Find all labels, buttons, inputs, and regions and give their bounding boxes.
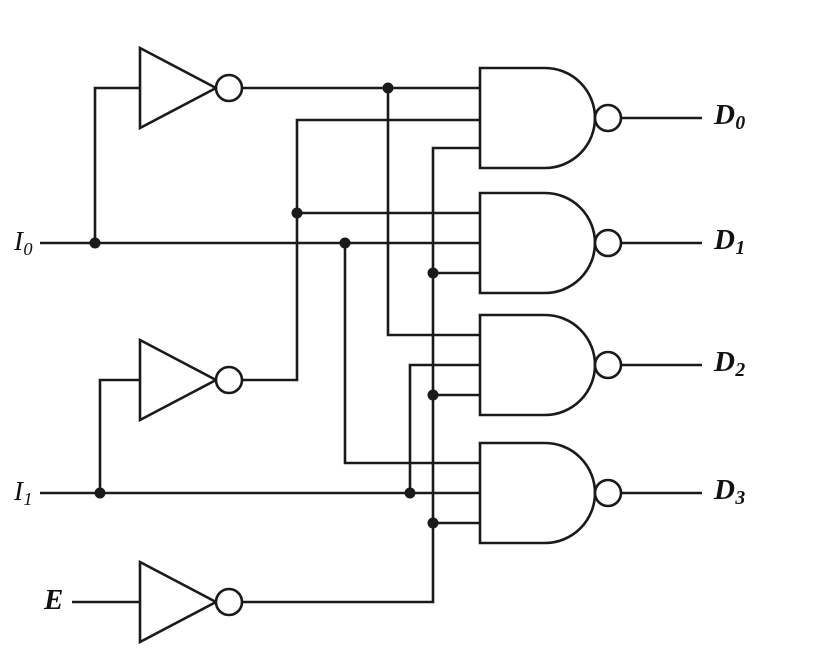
nand-gate-d3-bubble bbox=[593, 478, 623, 508]
label-input-e: E bbox=[44, 584, 64, 617]
wire-i0 bbox=[40, 86, 480, 465]
junction-dot bbox=[427, 267, 439, 279]
wire-i1-not bbox=[242, 118, 480, 382]
inverter-top-bubble bbox=[214, 73, 244, 103]
junction-dot bbox=[427, 517, 439, 529]
junction-dot bbox=[94, 487, 106, 499]
label-d3-sub: 3 bbox=[735, 486, 746, 509]
label-d2-sub: 2 bbox=[735, 358, 746, 381]
label-i1-sub: 1 bbox=[23, 488, 33, 509]
inverter-bottom bbox=[138, 559, 244, 645]
label-d3-main: D bbox=[714, 474, 735, 506]
label-output-d3: D3 bbox=[714, 474, 746, 509]
label-d1-sub: 1 bbox=[735, 236, 746, 259]
label-output-d2: D2 bbox=[714, 346, 746, 381]
label-d0-main: D bbox=[714, 99, 735, 131]
wire-outputs bbox=[621, 116, 702, 495]
junction-dot bbox=[89, 237, 101, 249]
wire-i1 bbox=[40, 363, 480, 495]
nand-gate-d2 bbox=[478, 313, 623, 417]
inverter-bottom-bubble bbox=[214, 587, 244, 617]
label-input-i0: I0 bbox=[14, 226, 33, 259]
label-i0-main: I bbox=[14, 226, 23, 256]
wire-e-not bbox=[242, 146, 480, 604]
label-input-i1: I1 bbox=[14, 476, 33, 509]
junction-dot bbox=[339, 237, 351, 249]
junction-dot bbox=[404, 487, 416, 499]
junction-dot bbox=[382, 82, 394, 94]
nand-gate-d1-bubble bbox=[593, 228, 623, 258]
nand-gate-d1 bbox=[478, 191, 623, 295]
label-output-d0: D0 bbox=[714, 99, 746, 134]
inverter-middle bbox=[138, 337, 244, 423]
junction-dots bbox=[89, 82, 439, 529]
nand-gate-d3 bbox=[478, 441, 623, 545]
inverter-top bbox=[138, 45, 244, 131]
inverter-middle-bubble bbox=[214, 365, 244, 395]
nand-gate-d2-bubble bbox=[593, 350, 623, 380]
label-i1-main: I bbox=[14, 476, 23, 506]
junction-dot bbox=[291, 207, 303, 219]
nand-gate-d0 bbox=[478, 66, 623, 170]
junction-dot bbox=[427, 389, 439, 401]
nand-gate-d0-bubble bbox=[593, 103, 623, 133]
label-d2-main: D bbox=[714, 346, 735, 378]
label-d1-main: D bbox=[714, 224, 735, 256]
wire-i0-not bbox=[242, 86, 480, 337]
label-e-main: E bbox=[44, 584, 64, 616]
label-i0-sub: 0 bbox=[23, 238, 33, 259]
label-d0-sub: 0 bbox=[735, 111, 746, 134]
label-output-d1: D1 bbox=[714, 224, 746, 259]
